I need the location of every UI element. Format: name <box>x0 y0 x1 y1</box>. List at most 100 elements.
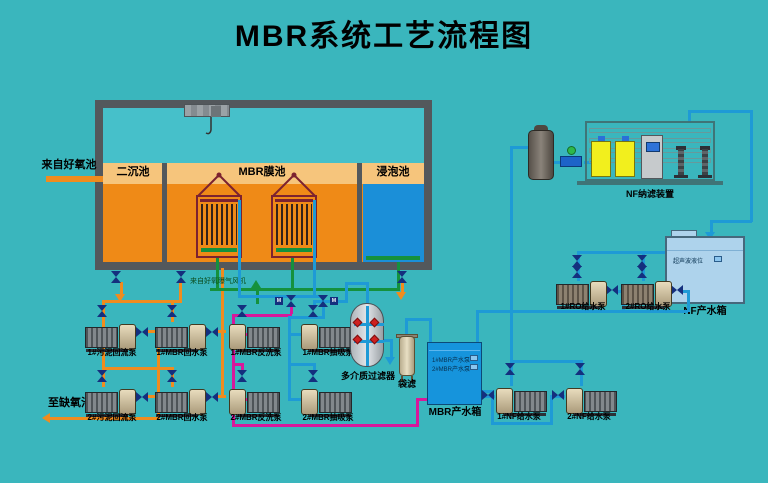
pipe <box>366 282 369 306</box>
vertical-pump-2[interactable] <box>697 146 713 178</box>
pump-mbr-return-1[interactable] <box>155 322 209 352</box>
valve-icon[interactable] <box>671 285 683 295</box>
pump-label: 2#MBR抽吸泵 <box>302 413 354 422</box>
pipe <box>710 220 752 223</box>
valve-icon[interactable] <box>237 370 247 382</box>
pump-motor <box>319 392 352 413</box>
pipe <box>366 306 369 366</box>
valve-icon[interactable] <box>397 271 407 283</box>
flow-meter[interactable] <box>560 156 582 167</box>
pipe <box>416 398 427 401</box>
pump-label: 2#MBR反洗泵 <box>230 413 282 422</box>
pipe <box>550 395 553 422</box>
valve-icon[interactable] <box>97 370 107 382</box>
flow-meter-indicator <box>567 146 576 155</box>
pipe <box>366 256 420 260</box>
pump-head <box>119 324 136 350</box>
pump-label: 2#MBR回水泵 <box>156 413 208 422</box>
membrane-module-1 <box>196 195 242 258</box>
valve-icon[interactable] <box>97 305 107 317</box>
valve-icon[interactable] <box>606 285 618 295</box>
motor-valve-tag: M <box>275 297 283 305</box>
pipe <box>288 398 304 401</box>
valve-icon[interactable] <box>308 370 318 382</box>
pipe <box>218 395 226 398</box>
pump-label: 1#NF给水泵 <box>497 412 541 421</box>
valve-icon[interactable] <box>167 370 177 382</box>
bag-filter-vessel[interactable] <box>399 336 415 376</box>
pump-label: 2#NF给水泵 <box>567 412 611 421</box>
pump-motor <box>584 391 617 412</box>
valve-icon[interactable] <box>572 266 582 278</box>
indicator-value-box <box>470 355 478 361</box>
blower-note: 来自好氧曝气风机 <box>190 278 246 285</box>
valve-icon[interactable] <box>575 363 585 375</box>
pump-cap <box>676 146 686 150</box>
membrane-vessel-row <box>589 128 711 133</box>
pump-ro-feed-2[interactable] <box>621 279 675 309</box>
pump-mbr-return-2[interactable] <box>155 387 209 417</box>
section-label-secondary-clarifier: 二沉池 <box>116 166 150 178</box>
valve-icon[interactable] <box>505 363 515 375</box>
valve-icon[interactable] <box>206 392 218 402</box>
page-title: MBR系统工艺流程图 <box>234 20 534 53</box>
pipe <box>345 282 348 300</box>
mbr-product-tank <box>427 342 482 405</box>
pipe <box>210 288 400 291</box>
pump-head <box>189 324 206 350</box>
module-header <box>275 199 313 202</box>
valve-icon[interactable] <box>637 266 647 278</box>
filter-cap <box>534 125 548 132</box>
dosing-tank-cap <box>622 136 629 142</box>
module-header <box>200 199 238 202</box>
valve-icon[interactable] <box>552 390 564 400</box>
pipe <box>476 310 479 342</box>
membrane-cassette <box>201 204 237 245</box>
valve-icon[interactable] <box>206 327 218 337</box>
pipe <box>491 422 553 425</box>
vessel-leg <box>401 376 403 382</box>
valve-icon[interactable] <box>176 271 186 283</box>
water-line <box>429 350 480 351</box>
valve-icon[interactable] <box>286 295 296 307</box>
pipe <box>429 318 432 344</box>
pump-sludge-return-2[interactable] <box>85 387 139 417</box>
valve-icon[interactable] <box>136 327 148 337</box>
valve-icon[interactable] <box>111 271 121 283</box>
pump-motor <box>514 391 547 412</box>
valve-icon[interactable] <box>308 305 318 317</box>
tank-indicator: 2#MBR产水泵 <box>432 367 471 373</box>
pipe <box>313 200 316 295</box>
valve-icon[interactable] <box>167 305 177 317</box>
outlet-label: 至缺氧池 <box>48 397 92 409</box>
pump-sludge-return-1[interactable] <box>85 322 139 352</box>
pipe <box>288 333 304 336</box>
pipe <box>232 363 243 366</box>
crane-hoist-icon <box>184 104 230 117</box>
pump-head <box>229 324 246 350</box>
security-filter-vessel[interactable] <box>528 130 554 180</box>
pump-motor <box>556 284 589 305</box>
pipe <box>618 290 623 293</box>
pipe <box>354 323 384 326</box>
valve-icon[interactable] <box>136 392 148 402</box>
flow-arrow <box>42 413 50 423</box>
pipe <box>710 220 713 234</box>
pipe <box>232 314 292 317</box>
control-cabinet[interactable] <box>641 135 663 179</box>
pipe <box>405 318 432 321</box>
tank-indicator: 超声波液位 <box>673 259 704 265</box>
pipe <box>290 306 293 314</box>
pump-head <box>229 389 246 415</box>
valve-icon[interactable] <box>318 295 328 307</box>
pump-label: 2#污泥回流泵 <box>87 413 137 422</box>
vertical-pump-1[interactable] <box>673 146 689 178</box>
nf-unit-label: NF纳滤装置 <box>626 189 674 199</box>
pump-ro-feed-1[interactable] <box>556 279 610 309</box>
pump-label: 1#MBR抽吸泵 <box>302 348 354 357</box>
section-label-mbr-tank: MBR膜池 <box>238 166 286 178</box>
pump-head <box>496 388 513 414</box>
valve-icon[interactable] <box>237 305 247 317</box>
pump-column <box>678 149 684 175</box>
valve-icon[interactable] <box>482 390 494 400</box>
